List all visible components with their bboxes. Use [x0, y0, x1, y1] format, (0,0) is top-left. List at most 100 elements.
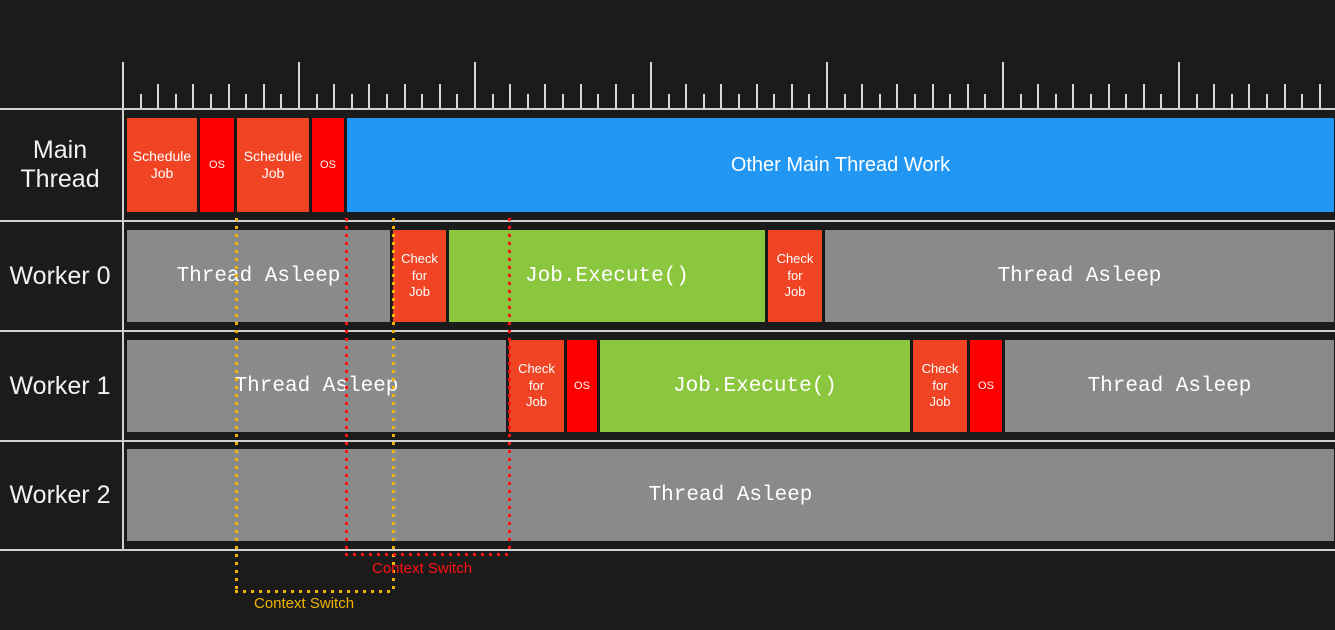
- row-separator-2: [0, 330, 1335, 332]
- block-label: OS: [320, 159, 336, 171]
- block-label: Job.Execute(): [525, 264, 689, 288]
- block-worker-0-0[interactable]: Thread Asleep: [126, 230, 391, 322]
- row-label-worker-0: Worker 0: [0, 222, 120, 330]
- ruler-tick-minor-24: [544, 84, 546, 108]
- ruler-tick-minor-61: [1196, 94, 1198, 108]
- block-worker-2-0[interactable]: Thread Asleep: [126, 449, 1335, 541]
- row-separator-4: [0, 549, 1335, 551]
- block-worker-0-2[interactable]: Job.Execute(): [448, 230, 766, 322]
- block-worker-0-4[interactable]: Thread Asleep: [824, 230, 1335, 322]
- block-label: Thread Asleep: [176, 264, 341, 288]
- block-main-thread-3[interactable]: OS: [311, 118, 345, 212]
- ruler-tick-minor-3: [175, 94, 177, 108]
- ruler-tick-minor-15: [386, 94, 388, 108]
- block-main-thread-4[interactable]: Other Main Thread Work: [346, 118, 1335, 212]
- ruler-tick-minor-48: [967, 84, 969, 108]
- ruler-tick-minor-36: [756, 84, 758, 108]
- ruler-tick-minor-14: [368, 84, 370, 108]
- block-label: Other Main Thread Work: [730, 153, 951, 176]
- block-label: Thread Asleep: [997, 264, 1162, 288]
- block-label: Thread Asleep: [234, 374, 399, 398]
- row-label-worker-1: Worker 1: [0, 332, 120, 440]
- row-label-text: Worker 0: [9, 261, 111, 290]
- ruler-tick-minor-4: [192, 84, 194, 108]
- context-switch-gold-right-line: [392, 218, 395, 590]
- ruler-tick-minor-64: [1248, 84, 1250, 108]
- ruler-tick-minor-41: [844, 94, 846, 108]
- time-axis-line: [122, 62, 124, 549]
- block-worker-1-2[interactable]: OS: [566, 340, 598, 432]
- ruler-tick-minor-29: [632, 94, 634, 108]
- ruler-tick-minor-27: [597, 94, 599, 108]
- ruler-tick-minor-17: [421, 94, 423, 108]
- ruler-tick-major-40: [826, 62, 828, 108]
- ruler-tick-minor-57: [1125, 94, 1127, 108]
- ruler-tick-minor-9: [280, 94, 282, 108]
- ruler-tick-minor-51: [1020, 94, 1022, 108]
- ruler-tick-minor-22: [509, 84, 511, 108]
- ruler-tick-minor-32: [685, 84, 687, 108]
- ruler-tick-minor-35: [738, 94, 740, 108]
- ruler-tick-minor-12: [333, 84, 335, 108]
- ruler-tick-major-10: [298, 62, 300, 108]
- ruler-tick-major-60: [1178, 62, 1180, 108]
- ruler-tick-minor-59: [1160, 94, 1162, 108]
- ruler-tick-minor-63: [1231, 94, 1233, 108]
- block-main-thread-1[interactable]: OS: [199, 118, 235, 212]
- ruler-tick-minor-47: [949, 94, 951, 108]
- row-label-text: Worker 1: [9, 371, 111, 400]
- ruler-tick-minor-37: [773, 94, 775, 108]
- row-separator-3: [0, 440, 1335, 442]
- row-label-worker-2: Worker 2: [0, 441, 120, 549]
- ruler-tick-minor-5: [210, 94, 212, 108]
- ruler-tick-minor-45: [914, 94, 916, 108]
- ruler-tick-minor-49: [984, 94, 986, 108]
- ruler-tick-minor-25: [562, 94, 564, 108]
- block-worker-1-3[interactable]: Job.Execute(): [599, 340, 911, 432]
- ruler-tick-minor-39: [808, 94, 810, 108]
- ruler-tick-minor-58: [1143, 84, 1145, 108]
- ruler-tick-minor-18: [439, 84, 441, 108]
- block-worker-1-6[interactable]: Thread Asleep: [1004, 340, 1335, 432]
- block-worker-1-5[interactable]: OS: [969, 340, 1003, 432]
- row-label-text: Worker 2: [9, 480, 111, 509]
- ruler-tick-minor-8: [263, 84, 265, 108]
- context-switch-red-left-line: [345, 218, 348, 553]
- ruler-tick-minor-55: [1090, 94, 1092, 108]
- ruler-tick-minor-34: [720, 84, 722, 108]
- ruler-tick-minor-16: [404, 84, 406, 108]
- ruler-tick-minor-33: [703, 94, 705, 108]
- ruler-tick-minor-23: [527, 94, 529, 108]
- ruler-tick-major-0: [122, 62, 124, 108]
- ruler-tick-minor-42: [861, 84, 863, 108]
- ruler-tick-major-50: [1002, 62, 1004, 108]
- block-label: Thread Asleep: [1087, 374, 1252, 398]
- ruler-tick-minor-13: [351, 94, 353, 108]
- context-switch-gold-left-line: [235, 218, 238, 590]
- ruler-tick-minor-62: [1213, 84, 1215, 108]
- ruler-tick-minor-66: [1284, 84, 1286, 108]
- context-switch-gold-label: Context Switch: [254, 595, 355, 612]
- ruler-tick-minor-53: [1055, 94, 1057, 108]
- ruler-tick-minor-38: [791, 84, 793, 108]
- row-separator-1: [0, 220, 1335, 222]
- ruler-tick-minor-7: [245, 94, 247, 108]
- block-label: OS: [978, 380, 994, 392]
- ruler-tick-minor-67: [1301, 94, 1303, 108]
- ruler-tick-minor-26: [580, 84, 582, 108]
- block-worker-1-0[interactable]: Thread Asleep: [126, 340, 507, 432]
- row-separator-0: [0, 108, 1335, 110]
